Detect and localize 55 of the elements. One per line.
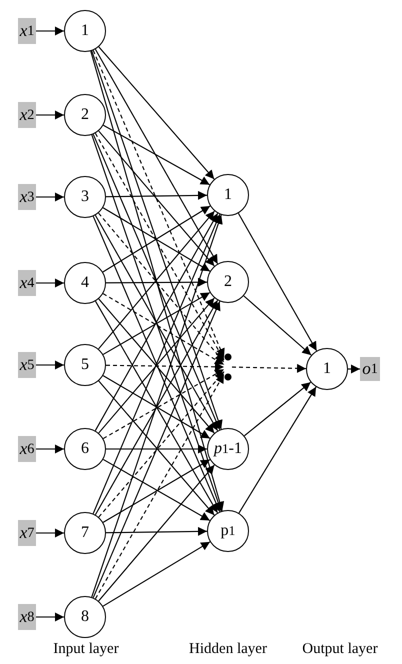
arrow	[238, 386, 317, 514]
output-neuron-circle: 1	[306, 348, 348, 390]
arrow	[90, 51, 224, 511]
dashed-arrow	[102, 293, 224, 366]
dashed-arrow	[102, 368, 224, 440]
dashed-arrow	[94, 374, 224, 600]
layer-label: Hidden layer	[189, 641, 267, 658]
arrow	[106, 444, 207, 454]
hidden-neuron-circle: 1	[207, 174, 249, 216]
arrow	[36, 192, 64, 202]
ellipsis-icon	[224, 353, 232, 381]
arrow	[91, 214, 223, 598]
arrow	[102, 375, 210, 439]
dashed-arrow	[98, 212, 224, 363]
arrow	[102, 292, 210, 355]
arrow	[348, 364, 360, 374]
arrow	[98, 464, 215, 602]
arrow	[36, 444, 64, 454]
arrow	[103, 124, 210, 186]
arrow	[36, 612, 64, 622]
layer-label: Input layer	[53, 641, 119, 658]
input-neuron-circle: 8	[64, 596, 106, 638]
arrow	[36, 278, 64, 288]
arrow	[36, 528, 64, 538]
layer-label: Output layer	[302, 641, 378, 658]
arrow	[243, 295, 312, 356]
arrow	[91, 50, 223, 430]
arrow	[102, 541, 210, 607]
arrow	[91, 134, 222, 512]
arrow	[36, 110, 64, 120]
arrow	[92, 134, 220, 430]
dashed-arrow	[232, 364, 306, 373]
arrow	[98, 210, 215, 350]
arrow	[92, 301, 220, 598]
arrow	[94, 48, 218, 264]
arrow	[98, 130, 215, 266]
arrow	[36, 26, 64, 36]
arrow	[244, 382, 312, 436]
arrow	[106, 526, 207, 536]
hidden-neuron-circle: 2	[207, 261, 249, 303]
input-neuron-circle: 3	[64, 176, 106, 218]
input-neuron-circle: 1	[64, 10, 106, 52]
input-neuron-circle: 6	[64, 428, 106, 470]
arrow	[106, 278, 207, 287]
input-neuron-circle: 2	[64, 94, 106, 136]
arrow	[106, 190, 207, 200]
arrow	[238, 212, 318, 352]
input-neuron-circle: 7	[64, 512, 106, 554]
dashed-arrow	[94, 133, 224, 360]
input-neuron-circle: 5	[64, 344, 106, 386]
dashed-arrow	[106, 362, 224, 372]
dashed-arrow	[92, 50, 225, 358]
arrow	[36, 360, 64, 370]
input-neuron-circle: 4	[64, 262, 106, 304]
arrow	[98, 46, 215, 180]
